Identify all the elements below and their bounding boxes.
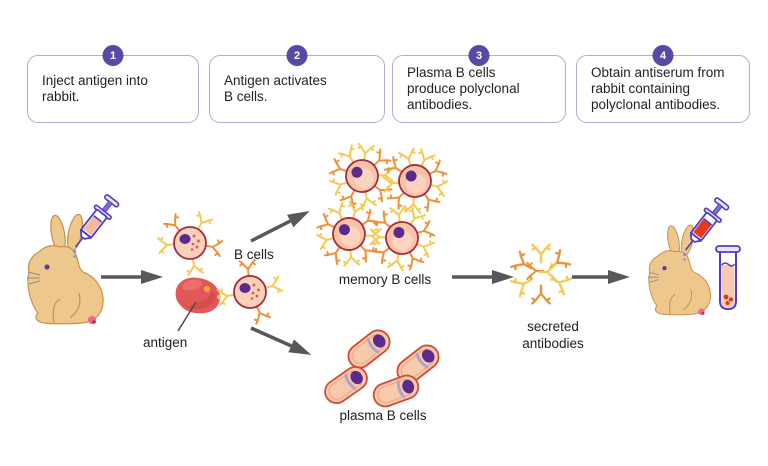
step-3-number-badge: 3 bbox=[468, 45, 490, 66]
step-card-3: 3 Plasma B cells produce polyclonal anti… bbox=[392, 45, 566, 123]
step-card-4: 4 Obtain antiserum from rabbit containin… bbox=[576, 45, 750, 123]
memory-b-cell-group bbox=[310, 139, 458, 282]
b-cell-2 bbox=[216, 259, 284, 325]
arrow-icon-to-memory bbox=[250, 211, 310, 243]
label-plasma-b-cells: plasma B cells bbox=[339, 408, 427, 423]
label-b-cells: B cells bbox=[234, 247, 274, 262]
step-3-text: Plasma B cells produce polyclonal antibo… bbox=[407, 65, 520, 112]
arrow-icon-to-antibodies bbox=[452, 270, 514, 284]
step-1-number-badge: 1 bbox=[102, 45, 124, 66]
label-antigen: antigen bbox=[143, 335, 188, 350]
label-memory-b-cells: memory B cells bbox=[338, 272, 432, 287]
arrow-icon-to-plasma bbox=[250, 326, 312, 355]
step-2-number-badge: 2 bbox=[286, 45, 308, 66]
step-4-text: Obtain antiserum from rabbit containing … bbox=[591, 65, 725, 112]
test-tube-icon bbox=[715, 245, 741, 310]
step-card-1: 1 Inject antigen into rabbit. bbox=[27, 45, 199, 123]
label-secreted-antibodies: secreted antibodies bbox=[522, 319, 584, 351]
step-2-text: Antigen activates B cells. bbox=[224, 73, 327, 104]
arrow-icon-to-rabbit bbox=[572, 270, 630, 284]
step-card-2: 2 Antigen activates B cells. bbox=[209, 45, 385, 123]
arrow-icon-1 bbox=[101, 270, 163, 284]
secreted-antibodies-cluster bbox=[510, 243, 573, 305]
plasma-b-cell-group bbox=[319, 324, 445, 412]
antigen-pointer-line bbox=[177, 301, 197, 332]
b-cell-1 bbox=[157, 211, 224, 277]
step-4-number-badge: 4 bbox=[652, 45, 674, 66]
antigen-blob bbox=[175, 277, 221, 314]
step-1-text: Inject antigen into rabbit. bbox=[42, 73, 148, 104]
